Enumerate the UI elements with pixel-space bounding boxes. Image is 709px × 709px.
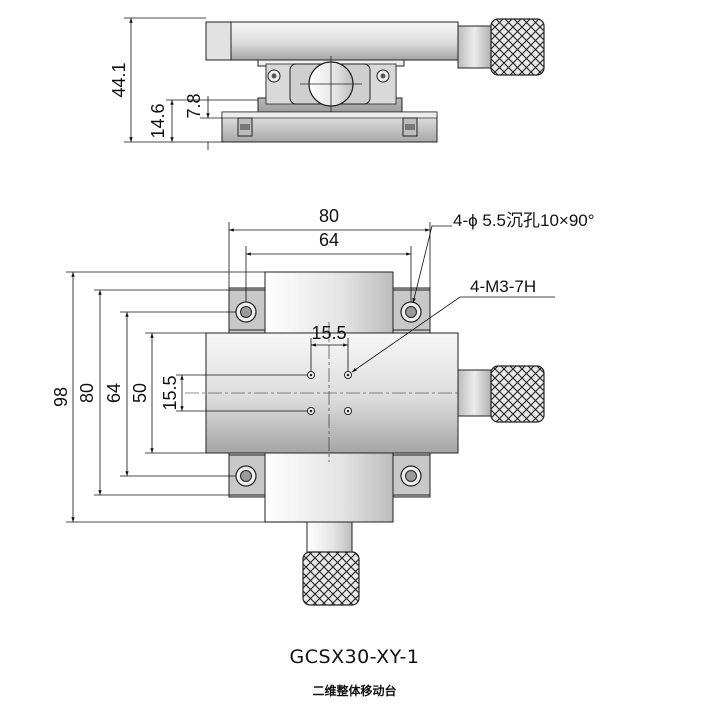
threaded-hole-bottom-left <box>307 407 315 415</box>
side-upper-stage-left-cap <box>205 21 232 61</box>
dim-top-table-height: 50 <box>130 383 150 403</box>
dim-side-base-height: 14.6 <box>148 103 168 138</box>
dim-top-thread-spacing-y: 15.5 <box>160 375 180 410</box>
top-bottom-knob <box>302 551 360 606</box>
top-view: 80 64 15.5 98 80 64 50 15.5 4-ϕ 5.5沉孔10×… <box>51 206 595 606</box>
side-knob <box>490 18 545 76</box>
side-view-dimensions <box>124 17 258 150</box>
threaded-hole-top-right <box>344 371 352 379</box>
callout-thread: 4-M3-7H <box>470 277 536 296</box>
side-view: 44.1 14.6 7.8 <box>109 17 545 150</box>
counterbore-hole-bottom-right <box>400 465 422 487</box>
dim-top-base-width: 80 <box>319 206 339 226</box>
dim-top-hole-spacing-x: 64 <box>319 230 339 250</box>
top-right-knob-shaft <box>457 369 492 417</box>
dim-top-thread-spacing-x: 15.5 <box>311 323 346 343</box>
threaded-hole-top-left <box>307 371 315 379</box>
callout-counterbore: 4-ϕ 5.5沉孔10×90° <box>453 211 595 230</box>
dim-top-overall-height: 98 <box>51 387 71 407</box>
product-name: 二维整体移动台 <box>312 684 397 698</box>
side-base-slot-right <box>402 117 418 137</box>
top-right-knob <box>490 365 545 423</box>
top-view-dimensions <box>66 222 555 523</box>
side-upper-stage <box>205 21 459 61</box>
side-base-slot-left <box>237 117 253 137</box>
dim-side-overall-height: 44.1 <box>109 62 129 97</box>
counterbore-hole-top-left <box>235 301 257 323</box>
counterbore-hole-top-right <box>400 301 422 323</box>
top-bottom-knob-shaft <box>306 521 353 553</box>
threaded-hole-bottom-right <box>344 407 352 415</box>
dim-top-hole-spacing-y: 64 <box>104 383 124 403</box>
side-knob-shaft <box>457 25 492 69</box>
counterbore-hole-bottom-left <box>235 465 257 487</box>
model-number: GCSX30-XY-1 <box>289 646 420 668</box>
dim-top-base-height: 80 <box>77 383 97 403</box>
dim-side-flange-height: 7.8 <box>184 93 204 118</box>
